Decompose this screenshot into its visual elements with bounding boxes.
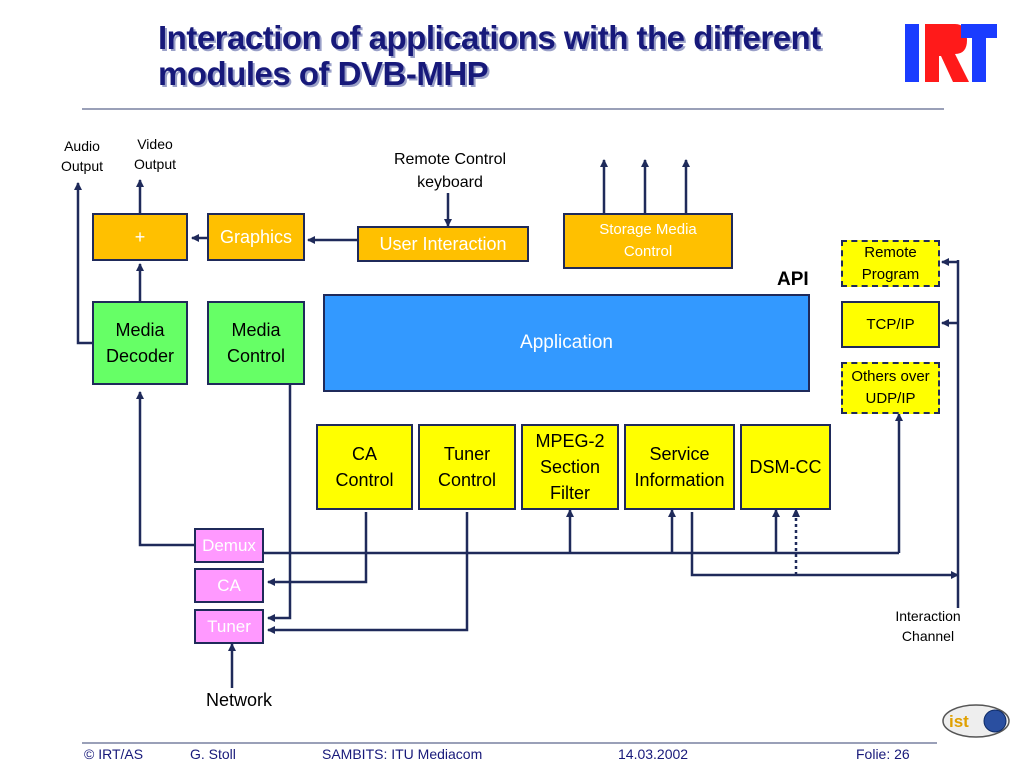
user-interaction-box: User Interaction <box>357 226 529 262</box>
video-output-label: Video Output <box>133 136 177 172</box>
api-label: API <box>777 269 809 290</box>
irt-logo <box>903 22 999 84</box>
graphics-box: Graphics <box>207 213 305 261</box>
mpeg2-section-filter-box: MPEG-2 Section Filter <box>521 424 619 510</box>
footer-project: SAMBITS: ITU Mediacom <box>322 746 483 762</box>
storage-media-control-box: Storage Media Control <box>563 213 733 269</box>
ist-logo: ist <box>942 704 1010 738</box>
footer-date: 14.03.2002 <box>618 746 689 762</box>
tcp-ip-box: TCP/IP <box>841 301 940 348</box>
title-line-2: modules of DVB-MHP <box>158 55 489 92</box>
media-decoder-box: Media Decoder <box>92 301 188 385</box>
remote-program-box: Remote Program <box>841 240 940 287</box>
service-information-box: Service Information <box>624 424 735 510</box>
network-label: Network <box>205 690 272 710</box>
tuner-box: Tuner <box>194 609 264 644</box>
dsm-cc-box: DSM-CC <box>740 424 831 510</box>
ca-control-box: CA Control <box>316 424 413 510</box>
footer-folie: Folie: 26 <box>856 746 910 762</box>
remote-control-label: Remote Control keyboard <box>393 151 507 191</box>
header-divider <box>82 108 944 110</box>
demux-box: Demux <box>194 528 264 563</box>
title-line-1: Interaction of applications with the dif… <box>158 19 821 56</box>
svg-text:ist: ist <box>949 712 969 731</box>
footer-divider <box>82 742 937 744</box>
interaction-channel-label: Interaction Channel <box>895 608 961 644</box>
page-title: Interaction of applications with the dif… <box>158 20 821 92</box>
audio-output-label: Audio Output <box>60 138 104 174</box>
others-udp-box: Others over UDP/IP <box>841 362 940 414</box>
media-control-box: Media Control <box>207 301 305 385</box>
ca-box: CA <box>194 568 264 603</box>
application-box: Application <box>323 294 810 392</box>
tuner-control-box: Tuner Control <box>418 424 516 510</box>
footer-copyright: © IRT/AS <box>84 746 144 762</box>
mixer-box: + <box>92 213 188 261</box>
footer-author: G. Stoll <box>190 746 236 762</box>
